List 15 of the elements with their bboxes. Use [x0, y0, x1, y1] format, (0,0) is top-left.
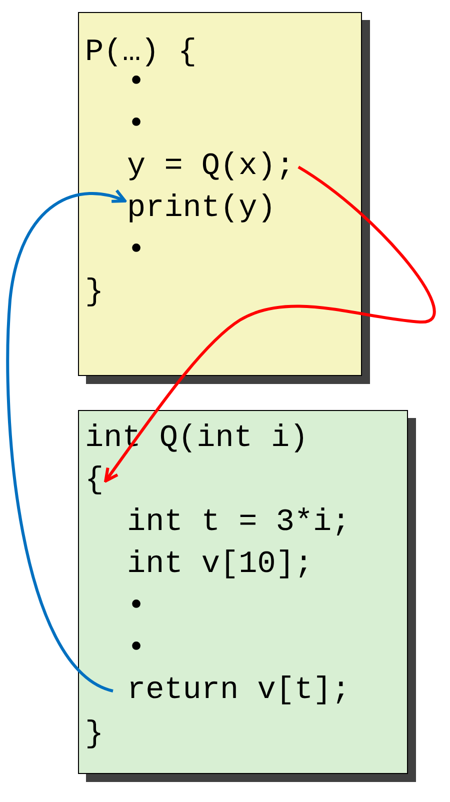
bullet-point: • — [127, 589, 146, 625]
bullet-point: • — [127, 631, 146, 667]
code-line: int t = 3*i; — [127, 505, 350, 541]
code-line: print(y) — [127, 191, 276, 227]
call-arrow — [104, 166, 436, 482]
code-line: return v[t]; — [127, 673, 350, 709]
code-line: int v[10]; — [127, 547, 314, 583]
bullet-point: { — [85, 463, 104, 499]
code-line: int Q(int i) — [85, 421, 308, 457]
code-line: y = Q(x); — [127, 149, 294, 185]
code-line: } — [85, 275, 104, 311]
bullet-point: • — [127, 107, 146, 143]
call-arrow — [6, 190, 126, 692]
code-line: } — [85, 717, 104, 753]
bullet-point: • — [127, 233, 146, 269]
